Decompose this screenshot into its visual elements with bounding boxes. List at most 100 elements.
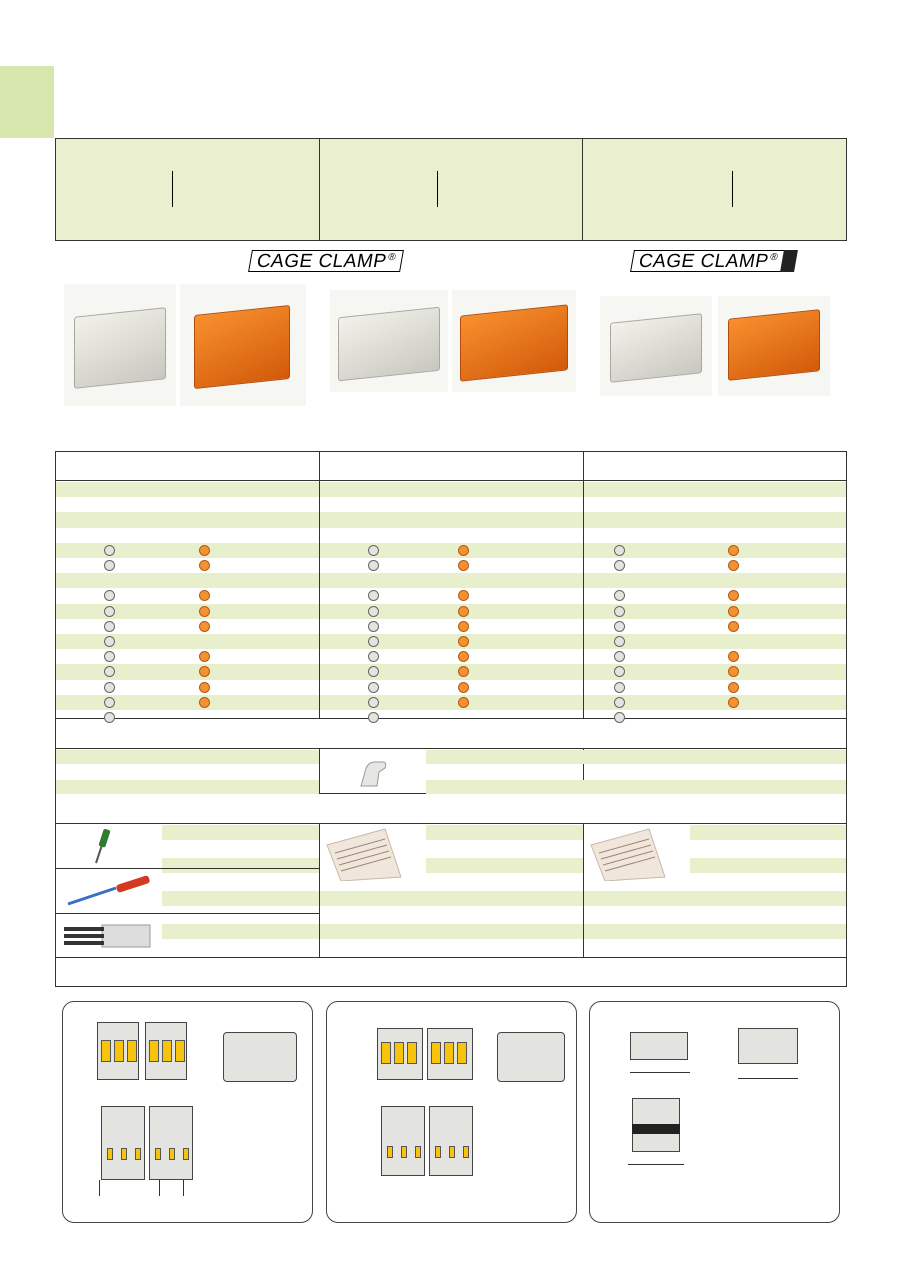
orange-variant-dot (199, 590, 210, 602)
table-row (56, 750, 319, 764)
product-photo-grey (600, 296, 712, 396)
orange-variant-dot (728, 544, 739, 556)
table-row (584, 941, 846, 956)
section-rule (56, 748, 846, 749)
grey-variant-dot (614, 681, 625, 693)
tool-rule (56, 913, 319, 914)
orange-variant-dot (728, 681, 739, 693)
availability-table (55, 451, 847, 987)
table-row (162, 891, 319, 906)
grey-variant-dot (368, 651, 379, 663)
series-header (55, 138, 847, 241)
table-row (56, 634, 319, 650)
table-row (162, 924, 319, 939)
table-row (584, 619, 846, 634)
table-row (320, 908, 583, 923)
section-rule (56, 823, 846, 824)
table-row (56, 619, 319, 634)
table-row (690, 825, 846, 840)
grey-variant-dot (614, 560, 625, 571)
grey-variant-dot (368, 620, 379, 632)
table-row (584, 649, 846, 664)
table-row (426, 858, 584, 873)
column-divider (319, 452, 320, 718)
cable-strip-icon (58, 915, 162, 956)
table-row (56, 512, 319, 528)
grey-variant-dot (104, 666, 115, 678)
orange-variant-dot (199, 620, 210, 632)
table-row (584, 891, 846, 906)
orange-variant-dot (458, 605, 469, 617)
grey-variant-dot (104, 590, 115, 602)
grey-variant-dot (104, 620, 115, 632)
column-divider (583, 452, 584, 718)
table-row (584, 694, 846, 710)
grey-variant-dot (104, 605, 115, 617)
table-row (584, 680, 846, 695)
dimension-drawing-3 (589, 1001, 840, 1223)
orange-variant-dot (728, 590, 739, 602)
grey-variant-dot (368, 681, 379, 693)
table-row (320, 891, 583, 906)
table-row (690, 842, 846, 857)
grey-variant-dot (104, 636, 115, 647)
product-photo-orange (718, 296, 830, 396)
orange-variant-dot (199, 681, 210, 693)
product-photo-grey (64, 284, 176, 406)
table-row (320, 680, 583, 695)
orange-variant-dot (458, 666, 469, 678)
dimension-drawing-2 (326, 1001, 577, 1223)
table-row (56, 588, 319, 603)
dimension-drawing-1 (62, 1001, 313, 1223)
orange-variant-dot (728, 560, 739, 571)
table-row (320, 649, 583, 664)
cage-clamp-logo: CAGE CLAMP® (630, 250, 799, 272)
table-row (56, 573, 319, 589)
table-row (320, 941, 583, 956)
table-row (584, 750, 846, 764)
orange-variant-dot (199, 605, 210, 617)
product-photo-grey (330, 290, 448, 392)
table-row (584, 528, 846, 543)
column-divider (583, 823, 584, 957)
orange-variant-dot (458, 620, 469, 632)
grey-variant-dot (614, 712, 625, 723)
divider-mark (436, 171, 438, 207)
table-row (584, 765, 846, 779)
table-row (56, 680, 319, 695)
grey-variant-dot (368, 605, 379, 617)
orange-variant-dot (199, 651, 210, 663)
coding-key-icon (321, 750, 425, 792)
grey-variant-dot (104, 544, 115, 556)
section-rule (56, 957, 846, 958)
table-row (56, 558, 319, 573)
table-row (56, 528, 319, 543)
table-row (56, 497, 319, 512)
table-row (584, 542, 846, 558)
orange-variant-dot (458, 651, 469, 663)
grey-variant-dot (104, 681, 115, 693)
grey-variant-dot (368, 666, 379, 678)
product-photo-orange (452, 290, 576, 392)
table-row (320, 603, 583, 619)
table-row (584, 634, 846, 650)
table-row (162, 842, 319, 857)
table-row (426, 765, 584, 779)
table-row (56, 603, 319, 619)
column-divider (319, 823, 320, 957)
table-row (584, 512, 846, 528)
orange-variant-dot (458, 544, 469, 556)
table-row (584, 780, 846, 794)
table-row (584, 558, 846, 573)
table-row (320, 497, 583, 512)
grey-variant-dot (614, 636, 625, 647)
orange-variant-dot (458, 590, 469, 602)
divider-mark (172, 171, 173, 207)
column-divider (583, 748, 584, 793)
table-row (320, 573, 583, 589)
grey-variant-dot (368, 712, 379, 723)
grey-variant-dot (614, 696, 625, 708)
table-row (584, 482, 846, 498)
logo-text: CAGE CLAMP (255, 251, 389, 272)
table-row (426, 750, 584, 764)
